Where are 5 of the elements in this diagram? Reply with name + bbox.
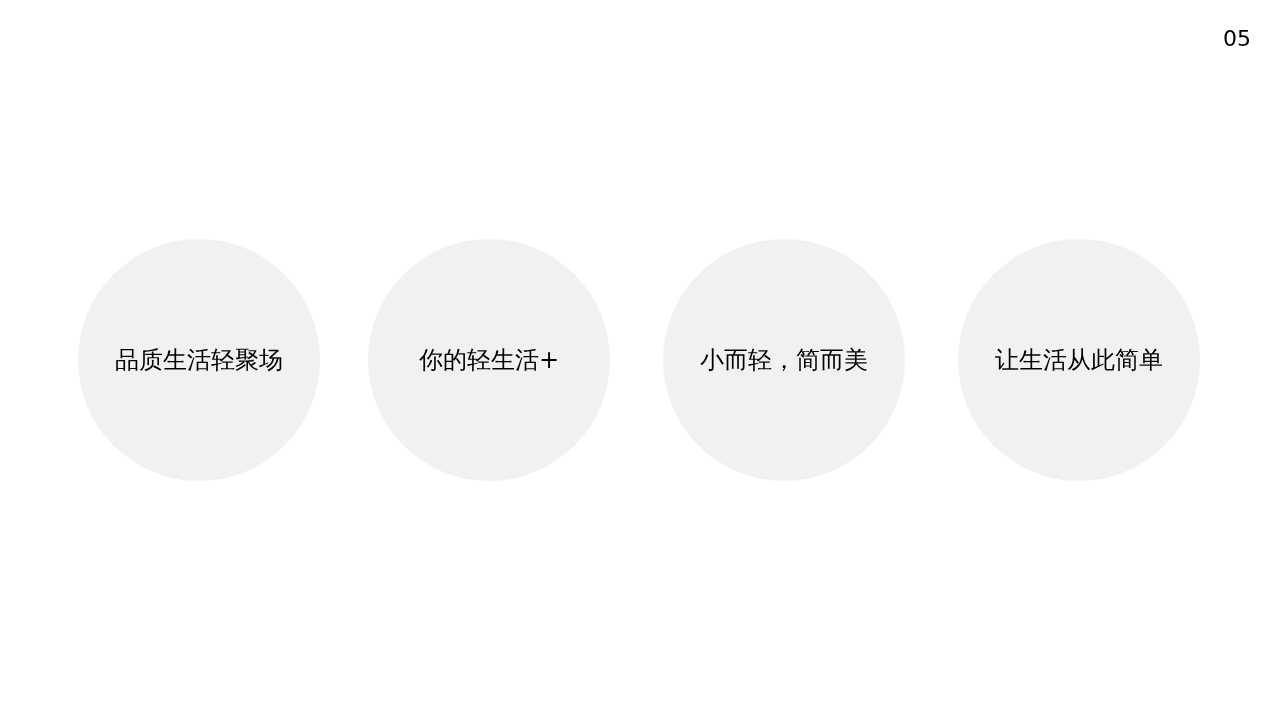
page-number: 05 xyxy=(1223,26,1251,51)
slogan-text: 品质生活轻聚场 xyxy=(115,345,283,375)
slogan-text: 让生活从此简单 xyxy=(995,345,1163,375)
slogan-text: 你的轻生活+ xyxy=(418,345,560,375)
slogan-text: 小而轻，简而美 xyxy=(700,345,868,375)
